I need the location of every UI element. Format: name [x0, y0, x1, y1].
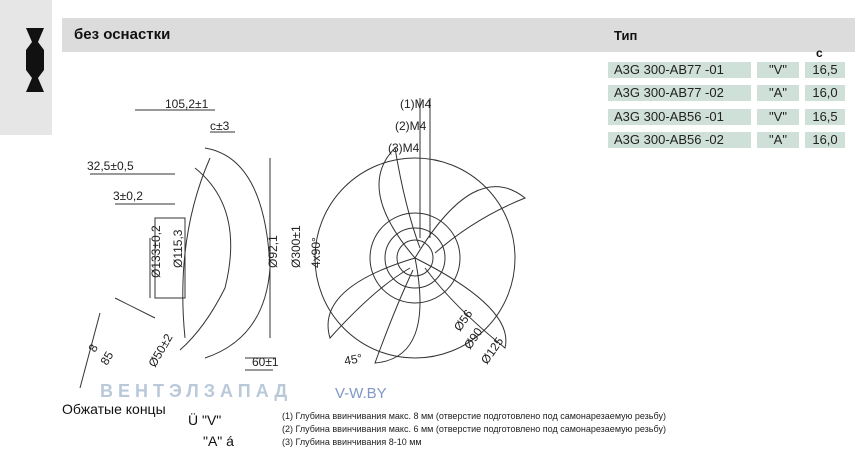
code-cell: "A": [757, 85, 799, 101]
footnotes: (1) Глубина ввинчивания макс. 8 мм (отве…: [282, 410, 666, 449]
note-1: (1) Глубина ввинчивания макс. 8 мм (отве…: [282, 411, 666, 421]
column-c-header: c: [816, 46, 823, 60]
dim-d2: c±3: [210, 119, 230, 133]
dim-d4: 3±0,2: [113, 189, 143, 203]
value-cell: 16,5: [805, 109, 845, 125]
dim-d6: Ø115,3: [171, 229, 185, 268]
fan-icon: [26, 28, 44, 92]
value-cell: 16,0: [805, 132, 845, 148]
dim-d7: Ø92,1: [266, 235, 280, 268]
dim-d1: 105,2±1: [165, 97, 209, 111]
dim-m3: (3)M4: [388, 141, 420, 155]
dim-d8: Ø300±1: [289, 225, 303, 268]
watermark-url: V-W.BY: [335, 385, 387, 402]
front-view-dimensions: (1)M4 (2)M4 (3)M4 4x90° 45° Ø56 Ø90 Ø125: [309, 97, 506, 368]
note-2: (2) Глубина ввинчивания макс. 6 мм (отве…: [282, 424, 666, 434]
model-cell: A3G 300-AB77 -01: [608, 62, 751, 78]
code-cell: "V": [757, 62, 799, 78]
code-cell: "V": [757, 109, 799, 125]
dim-m2: (2)M4: [395, 119, 427, 133]
note-3: (3) Глубина ввинчивания 8-10 мм: [282, 437, 422, 447]
watermark-brand: ВЕНТЭЛЗАПАД: [100, 381, 293, 401]
type-label: Тип: [614, 28, 638, 43]
dim-d12: 60±1: [252, 355, 279, 369]
a-label: "A" á: [203, 433, 234, 449]
dim-d5: Ø133±0,2: [149, 225, 163, 278]
side-view: [79, 109, 275, 388]
code-cell: "A": [757, 132, 799, 148]
dim-d3: 32,5±0,5: [87, 159, 134, 173]
dim-a2: 45°: [343, 351, 363, 368]
model-cell: A3G 300-AB56 -02: [608, 132, 751, 148]
header-bar: без оснастки Тип: [62, 18, 855, 52]
dim-d11: Ø50±2: [145, 331, 175, 369]
dim-a1: 4x90°: [309, 237, 323, 268]
dim-r3: Ø125: [478, 334, 506, 366]
crimp-label: Обжатые концы: [62, 401, 166, 417]
dim-m1: (1)M4: [400, 97, 432, 111]
model-cell: A3G 300-AB77 -02: [608, 85, 751, 101]
model-cell: A3G 300-AB56 -01: [608, 109, 751, 125]
v-label: Ü "V": [188, 412, 222, 428]
front-view: [314, 98, 526, 364]
dim-d10: 85: [97, 349, 116, 368]
header-title: без оснастки: [74, 26, 171, 43]
dim-d9: 8: [85, 341, 101, 354]
value-cell: 16,5: [805, 62, 845, 78]
value-cell: 16,0: [805, 85, 845, 101]
technical-drawing: 105,2±1 c±3 32,5±0,5 3±0,2 Ø133±0,2 Ø115…: [79, 97, 526, 388]
